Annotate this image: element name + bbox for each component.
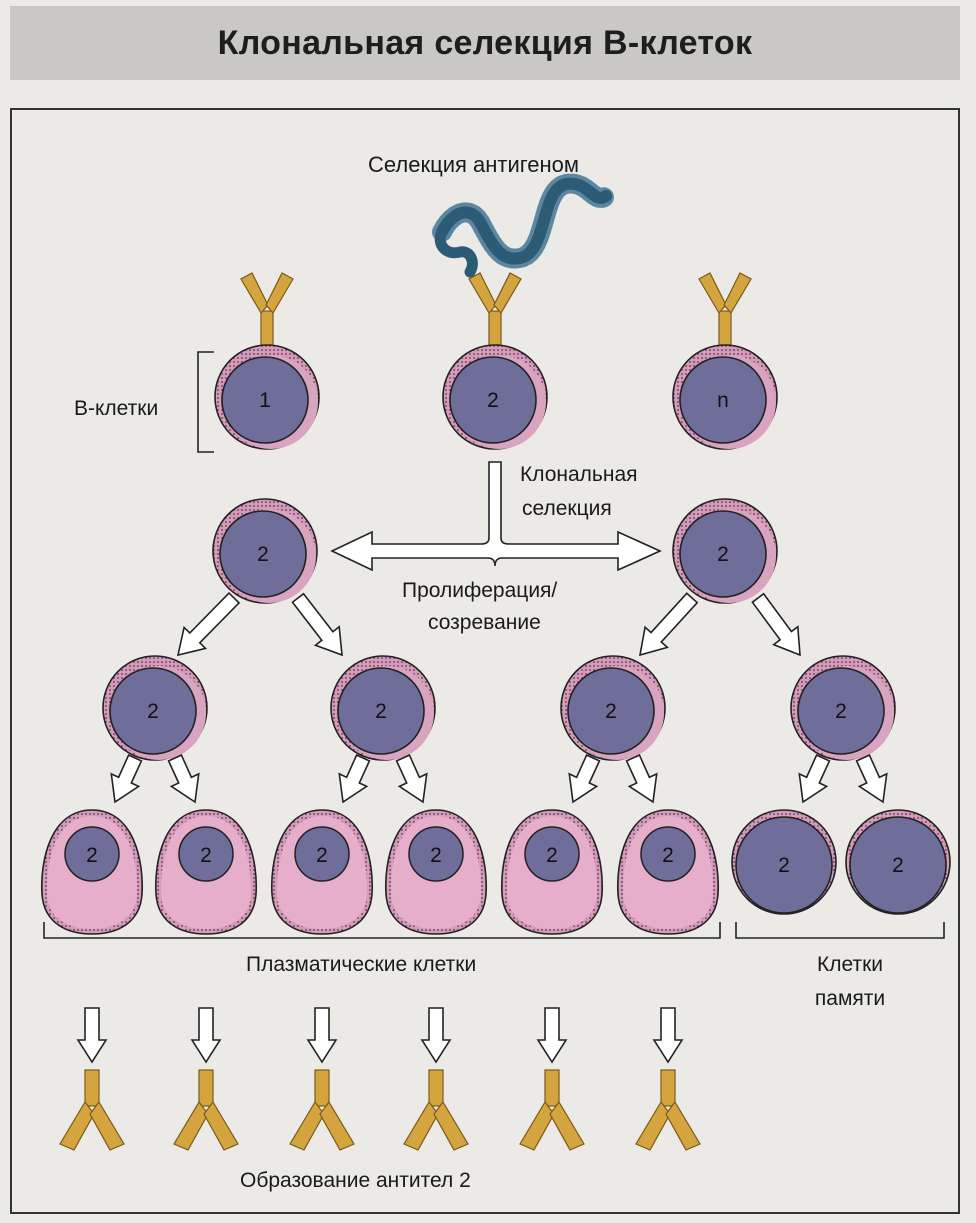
plasma-cell-5: 2: [500, 809, 604, 935]
antibody-formation-label: Образование антител 2: [240, 1169, 471, 1192]
plasma-bracket: [43, 922, 721, 939]
plasma-cell-3: 2: [270, 809, 374, 935]
clone-cell-left: 2: [212, 498, 318, 604]
b-cell-1-label: 1: [259, 389, 271, 412]
antibody-arrow-6: [652, 1007, 684, 1064]
antibody-3: [289, 1069, 355, 1151]
antibody-arrow-5: [536, 1007, 568, 1064]
clonal-selection-arrow: [330, 461, 662, 572]
arrow-l3-b-right: [395, 754, 428, 804]
clone-cell-3-1-label: 2: [147, 700, 159, 723]
arrow-l2-3: [638, 592, 699, 657]
antibody-4: [403, 1069, 469, 1151]
memory-bracket: [735, 922, 945, 939]
b-cell-n-label: n: [717, 389, 729, 412]
b-cell-2: 2: [442, 344, 548, 450]
arrow-l3-a-right: [167, 754, 200, 804]
clone-cell-3-3: 2: [560, 655, 666, 761]
plasma-cell-3-label: 2: [316, 844, 328, 867]
memory-cell-1: 2: [731, 809, 837, 915]
plasma-cell-2-label: 2: [200, 844, 212, 867]
arrow-l3-c-right: [625, 754, 658, 804]
arrow-l3-b-left: [338, 754, 371, 804]
antigen-chain: [432, 173, 616, 278]
memory-cell-2-label: 2: [892, 854, 904, 877]
memory-cells-label-1: Клетки: [816, 953, 883, 976]
arrow-l3-d-right: [855, 754, 888, 804]
clonal-selection-label-2: селекция: [522, 497, 612, 520]
plasma-cell-2: 2: [154, 809, 258, 935]
plasma-cell-6: 2: [616, 809, 720, 935]
b-cell-2-label: 2: [487, 389, 499, 412]
b-cells-label: В-клетки: [74, 397, 159, 420]
antibody-arrow-1: [76, 1007, 108, 1064]
receptor-1: [240, 272, 294, 346]
clone-cell-3-4: 2: [790, 655, 896, 761]
antibody-arrow-2: [190, 1007, 222, 1064]
antibody-arrow-3: [306, 1007, 338, 1064]
clone-cell-right-label: 2: [717, 543, 729, 566]
memory-cell-1-label: 2: [778, 854, 790, 877]
memory-cell-2: 2: [845, 809, 951, 915]
plasma-cell-1: 2: [40, 809, 144, 935]
plasma-cell-1-label: 2: [86, 844, 98, 867]
antibody-1: [59, 1069, 125, 1151]
plasma-cell-5-label: 2: [546, 844, 558, 867]
plasma-cells-label: Плазматические клетки: [246, 953, 477, 976]
plasma-cell-4-label: 2: [430, 844, 442, 867]
antibody-6: [635, 1069, 701, 1151]
antibody-5: [519, 1069, 585, 1151]
clone-cell-3-1: 2: [102, 655, 208, 761]
arrow-l3-d-left: [798, 754, 831, 804]
clone-cell-3-3-label: 2: [605, 700, 617, 723]
arrow-l3-c-left: [568, 754, 601, 804]
antigen-selection-label: Селекция антигеном: [368, 152, 580, 177]
clone-cell-3-4-label: 2: [835, 700, 847, 723]
receptor-n: [698, 272, 752, 346]
clonal-selection-label-1: Клональная: [520, 463, 638, 486]
page-title: Клональная селекция В-клеток: [217, 24, 753, 62]
receptor-2: [468, 272, 522, 346]
arrow-l2-4: [751, 592, 801, 657]
memory-cells-label-2: памяти: [814, 987, 886, 1010]
title-bar: Клональная селекция В-клеток: [10, 6, 960, 80]
plasma-cell-4: 2: [384, 809, 488, 935]
proliferation-label-1: Пролиферация/: [402, 579, 558, 602]
b-cells-bracket: [197, 351, 214, 453]
diagram-frame: [10, 108, 960, 1214]
b-cell-n: n: [672, 344, 778, 450]
clone-cell-3-2-label: 2: [375, 700, 387, 723]
plasma-cell-6-label: 2: [662, 844, 674, 867]
antibody-2: [173, 1069, 239, 1151]
clone-cell-left-label: 2: [257, 543, 269, 566]
clone-cell-right: 2: [672, 498, 778, 604]
antibody-arrow-4: [420, 1007, 452, 1064]
arrow-l2-1: [176, 591, 241, 657]
b-cell-1: 1: [214, 344, 320, 450]
proliferation-label-2: созревание: [428, 611, 541, 634]
clone-cell-3-2: 2: [330, 655, 436, 761]
arrow-l3-a-left: [110, 754, 143, 804]
arrow-l2-2: [291, 592, 343, 657]
